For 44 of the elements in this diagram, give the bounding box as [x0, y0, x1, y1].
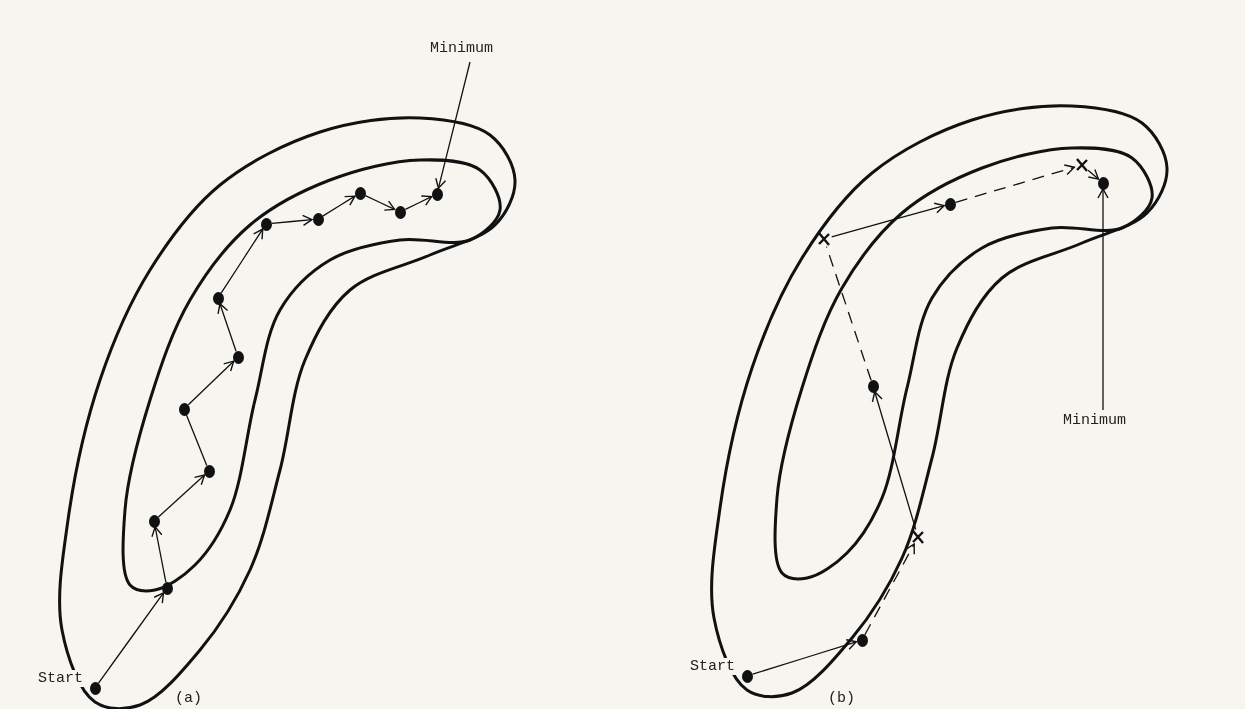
point-marker	[212, 291, 224, 305]
point-marker	[161, 581, 173, 595]
leader-arrow	[1097, 188, 1109, 411]
point-marker	[232, 350, 244, 364]
step-arrow	[404, 195, 433, 211]
cross-marker	[816, 231, 832, 247]
point-marker	[312, 212, 324, 226]
minimum-label: Minimum	[430, 40, 493, 57]
step-arrow	[364, 194, 396, 211]
start-label: Start	[37, 670, 84, 687]
cross-marker	[910, 529, 926, 545]
step-arrow	[220, 228, 264, 294]
step-arrow	[831, 202, 945, 238]
point-marker	[867, 379, 879, 393]
step-arrow	[151, 526, 167, 583]
step-arrow	[157, 474, 206, 518]
point-marker	[856, 633, 868, 647]
step-arrow	[1087, 168, 1100, 180]
point-marker	[89, 681, 101, 695]
step-arrow	[187, 360, 235, 406]
step-arrow	[271, 214, 313, 227]
leader-arrow	[435, 61, 471, 189]
point-marker	[944, 197, 956, 211]
panel-label: (b)	[828, 690, 855, 707]
step-arrow	[217, 303, 237, 352]
step-arrow	[322, 195, 356, 217]
step-arrow	[752, 639, 857, 675]
step-arrow	[955, 164, 1076, 203]
point-marker	[741, 669, 753, 683]
point-marker	[354, 186, 366, 200]
point-marker	[260, 217, 272, 231]
step-arrow	[864, 543, 915, 636]
point-marker	[1097, 176, 1109, 190]
point-marker	[203, 464, 215, 478]
start-label: Start	[689, 658, 736, 675]
point-marker	[431, 187, 443, 201]
minimum-label: Minimum	[1063, 412, 1126, 429]
point-marker	[394, 205, 406, 219]
point-marker	[178, 402, 190, 416]
step-arrow	[97, 592, 165, 684]
point-marker	[148, 514, 160, 528]
step-arrow	[871, 391, 917, 530]
cross-marker	[1074, 157, 1090, 173]
panel-label: (a)	[175, 690, 202, 707]
